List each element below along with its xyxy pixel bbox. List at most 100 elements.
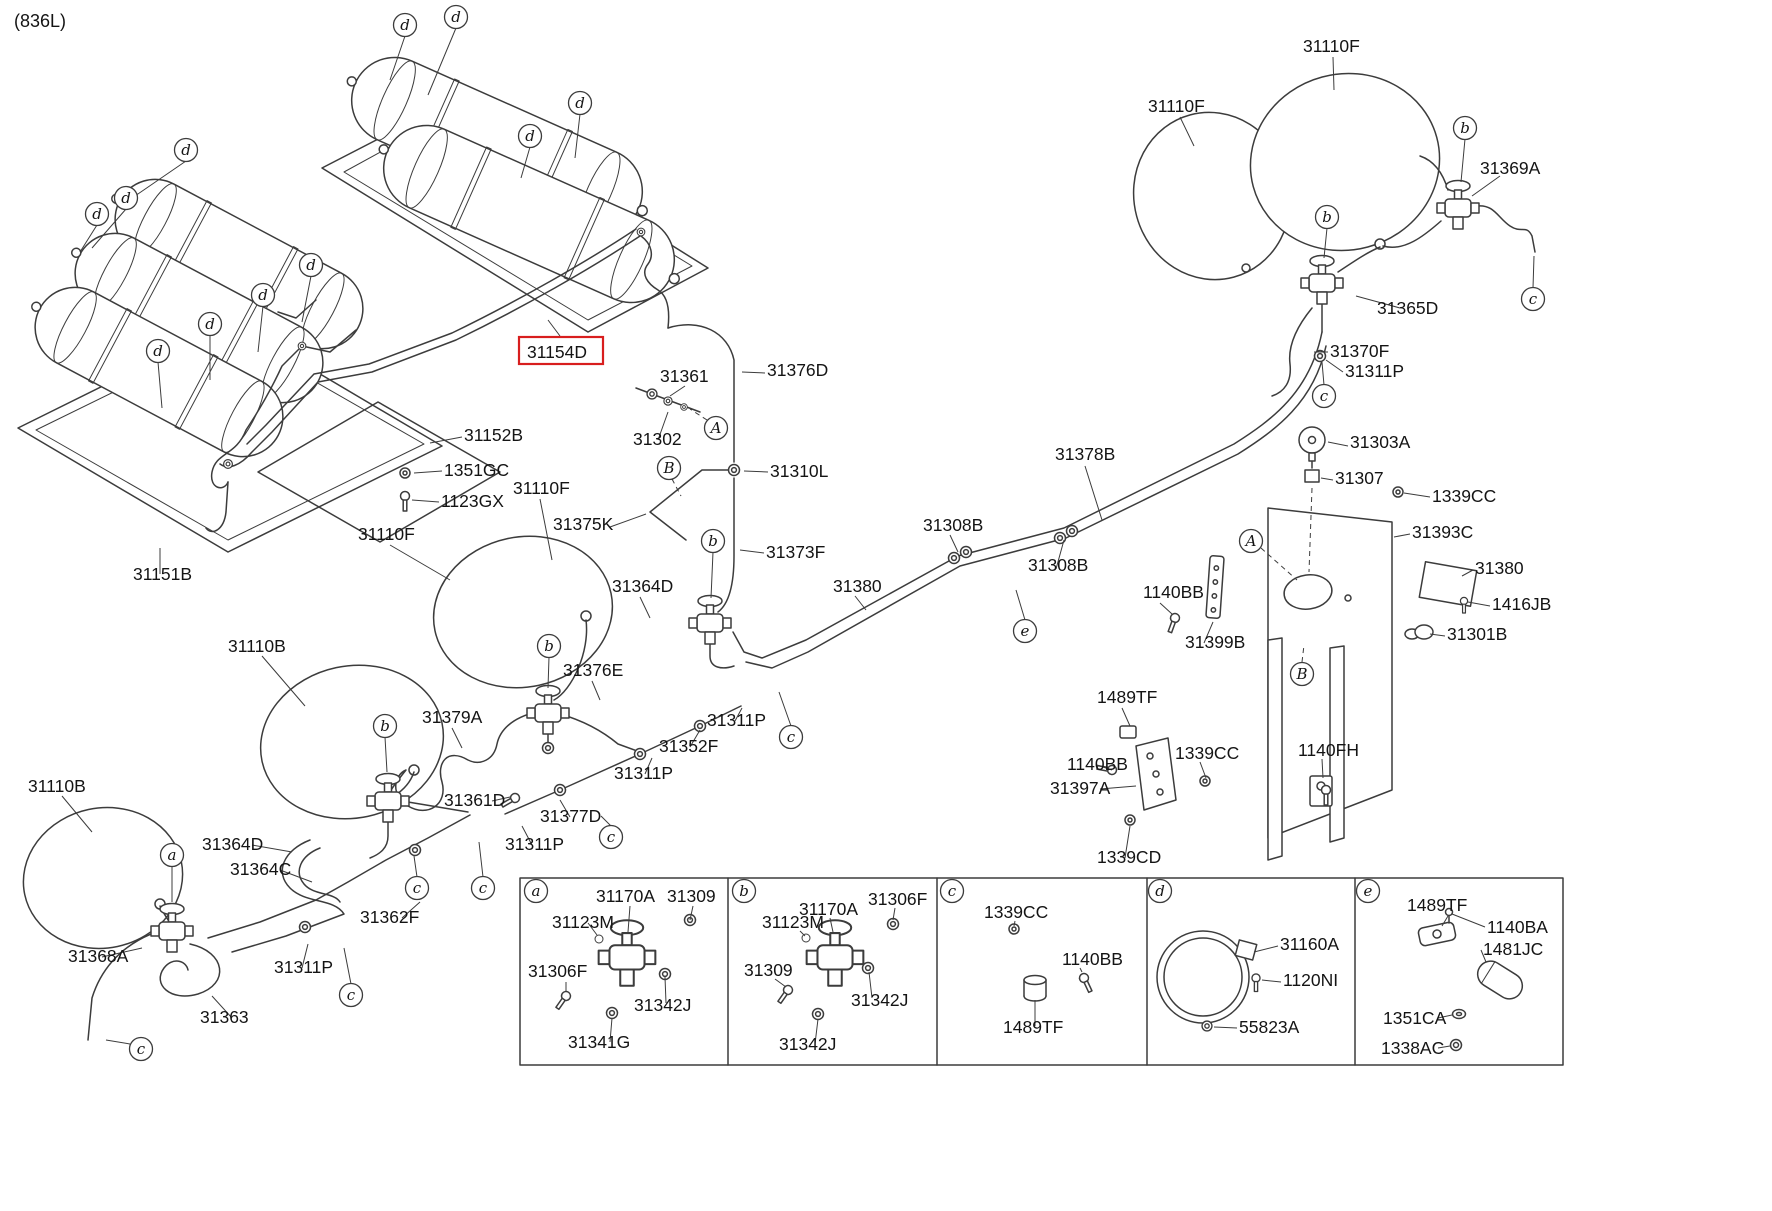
- callout-e: e: [1355, 878, 1381, 904]
- svg-text:d: d: [181, 141, 191, 159]
- part-label: 31151B: [133, 564, 192, 584]
- callout-c: c: [1311, 383, 1337, 409]
- svg-text:c: c: [413, 879, 422, 897]
- callout-a: a: [159, 842, 185, 868]
- svg-text:d: d: [92, 205, 102, 223]
- svg-text:e: e: [1021, 622, 1030, 640]
- mount-bracket-assembly: [1119, 507, 1478, 861]
- callout-c: c: [338, 982, 364, 1008]
- callout-c: c: [470, 875, 496, 901]
- pressure-gauge: [1298, 426, 1326, 483]
- svg-text:a: a: [532, 882, 541, 900]
- highlighted-part-label: 31154D: [527, 342, 587, 362]
- svg-text:d: d: [306, 256, 316, 274]
- callout-d: d: [1147, 878, 1173, 904]
- part-label: 31373F: [766, 542, 825, 562]
- part-label: 31341G: [568, 1032, 630, 1052]
- svg-text:B: B: [662, 459, 674, 477]
- part-label: 31379A: [422, 707, 483, 727]
- part-label: 1120NI: [1283, 970, 1338, 990]
- svg-text:B: B: [1295, 665, 1307, 683]
- legend-panel: [519, 877, 1564, 1066]
- callout-leaders: [79, 27, 1535, 1045]
- part-label: 1140FH: [1298, 740, 1359, 760]
- svg-text:c: c: [137, 1040, 146, 1058]
- part-label: 1140BB: [1067, 754, 1128, 774]
- callout-a: a: [523, 878, 549, 904]
- hardware: [399, 426, 1469, 826]
- part-label: 31342J: [779, 1034, 836, 1054]
- tank-rack-top: [321, 56, 709, 333]
- part-label: 31362F: [360, 907, 419, 927]
- part-label: 31375K: [553, 514, 614, 534]
- part-label: 1351GC: [444, 460, 509, 480]
- part-label: 31376E: [563, 660, 623, 680]
- svg-text:d: d: [121, 189, 131, 207]
- part-label: 31364D: [202, 834, 263, 854]
- callout-c: c: [939, 878, 965, 904]
- callout-d: d: [298, 252, 324, 278]
- callout-b: b: [731, 878, 757, 904]
- svg-text:A: A: [1244, 532, 1257, 550]
- callout-c: c: [778, 724, 804, 750]
- part-label: 1140BB: [1062, 949, 1123, 969]
- part-label: 31311P: [707, 710, 766, 730]
- svg-text:c: c: [479, 879, 488, 897]
- callout-c: c: [404, 875, 430, 901]
- callout-b: b: [372, 713, 398, 739]
- egg-tanks: [22, 72, 1441, 950]
- callout-d: d: [392, 12, 418, 38]
- callout-d: d: [197, 311, 223, 337]
- callout-d: d: [250, 282, 276, 308]
- part-label: 31302: [633, 429, 682, 449]
- callout-B: B: [656, 455, 682, 481]
- part-label: 31311P: [614, 763, 673, 783]
- part-label: 31170A: [799, 899, 858, 919]
- part-label: 1351CA: [1383, 1008, 1447, 1028]
- part-label: 31364C: [230, 859, 291, 879]
- part-label: 31363: [200, 1007, 249, 1027]
- part-label: 31365D: [1377, 298, 1438, 318]
- part-label: 31368A: [68, 946, 129, 966]
- part-label: 1339CC: [984, 902, 1048, 922]
- callout-c: c: [1520, 286, 1546, 312]
- part-label: 31393C: [1412, 522, 1473, 542]
- part-label: 31311P: [1345, 361, 1404, 381]
- svg-text:c: c: [1320, 387, 1329, 405]
- svg-text:b: b: [1322, 208, 1332, 226]
- svg-text:c: c: [607, 828, 616, 846]
- callout-c: c: [128, 1036, 154, 1062]
- leader-lines: [61, 56, 1501, 1049]
- part-label: 1481JC: [1483, 939, 1543, 959]
- part-label: 1140BA: [1487, 917, 1548, 937]
- callout-b: b: [536, 633, 562, 659]
- svg-text:d: d: [400, 16, 410, 34]
- part-label: 31369A: [1480, 158, 1541, 178]
- part-label: 31306F: [528, 961, 587, 981]
- part-label: 1338AC: [1381, 1038, 1444, 1058]
- part-label: 31364D: [612, 576, 673, 596]
- svg-text:b: b: [739, 882, 749, 900]
- svg-text:c: c: [347, 986, 356, 1004]
- part-label: 1339CD: [1097, 847, 1161, 867]
- part-label: 31380: [1475, 558, 1524, 578]
- part-label: 31380: [833, 576, 882, 596]
- part-label: 31378B: [1055, 444, 1115, 464]
- svg-text:d: d: [153, 342, 163, 360]
- part-label: 31306F: [868, 889, 927, 909]
- callout-d: d: [173, 137, 199, 163]
- part-label: 31399B: [1185, 632, 1245, 652]
- svg-text:a: a: [168, 846, 177, 864]
- part-label: 31377D: [540, 806, 601, 826]
- callout-b: b: [1452, 115, 1478, 141]
- svg-text:b: b: [708, 532, 718, 550]
- part-label: 31110F: [358, 524, 415, 544]
- callout-b: b: [700, 528, 726, 554]
- svg-text:b: b: [380, 717, 390, 735]
- part-labels-layer: 31110F31110F31369A31365D31370F31311P3136…: [28, 36, 1551, 1058]
- part-label: 31110F: [1303, 36, 1360, 56]
- callout-d: d: [567, 90, 593, 116]
